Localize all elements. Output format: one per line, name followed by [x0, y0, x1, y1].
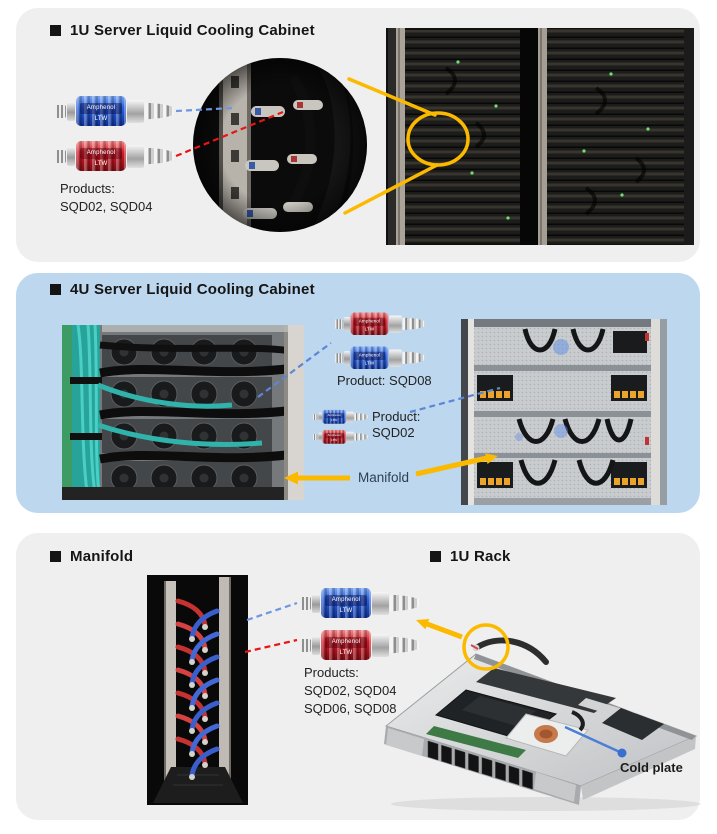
connector-brand-label: Amphenol LTW: [324, 413, 344, 422]
connector-thread-stub: [313, 413, 319, 420]
products-label: Products:: [304, 665, 359, 680]
connector-barb-fitting: [402, 317, 425, 331]
connector-brand-label: Amphenol LTW: [353, 351, 386, 366]
connector-collar: [346, 431, 354, 443]
products-value: SQD02, SQD04: [60, 199, 153, 214]
connector-collar: [389, 315, 402, 333]
connector-nut: [67, 146, 75, 166]
connector-brand-label: Amphenol LTW: [80, 148, 122, 167]
product-sqd02-text-2: SQD02: [372, 425, 415, 440]
connector-nut: [344, 316, 350, 331]
cable-closeup-inset-photo: [193, 58, 367, 232]
connector-brand-label: Amphenol LTW: [324, 433, 344, 442]
section-title-manifold: Manifold: [50, 548, 133, 565]
cold-plate-label: Cold plate: [620, 759, 683, 777]
section-title-1u-cabinet: 1U Server Liquid Cooling Cabinet: [50, 22, 315, 39]
connector-body: Amphenol LTW: [321, 588, 371, 618]
section-title-text: Manifold: [70, 548, 134, 565]
4u-server-front-photo: [461, 319, 667, 505]
connector-collar: [372, 633, 389, 657]
connector-collar: [346, 411, 354, 423]
connector-thread-stub: [335, 352, 344, 363]
quick-disconnect-red-sqd08: Amphenol LTW: [335, 311, 425, 337]
connector-nut: [312, 593, 320, 613]
products-list: Products: SQD02, SQD04: [60, 180, 153, 216]
connector-thread-stub: [313, 433, 319, 440]
connector-barb-fitting: [390, 594, 419, 612]
connector-thread-stub: [335, 318, 344, 329]
connector-brand-label: Amphenol LTW: [325, 595, 367, 614]
product-sqd08-label: Product: SQD08: [337, 372, 432, 390]
panel-4u-cabinet: 4U Server Liquid Cooling Cabinet: [16, 273, 700, 513]
connector-thread-stub: [300, 638, 311, 652]
connector-brand-label: Amphenol LTW: [353, 317, 386, 332]
1u-server-photo: [384, 637, 701, 811]
connector-body: Amphenol LTW: [322, 409, 346, 424]
quick-disconnect-blue-sqd08: Amphenol LTW: [335, 345, 425, 371]
connector-thread-stub: [55, 104, 66, 118]
connector-nut: [312, 635, 320, 655]
panel-1u-cabinet: 1U Server Liquid Cooling Cabinet: [16, 8, 700, 262]
connector-nut: [67, 101, 75, 121]
connector-barb-fitting: [402, 351, 425, 365]
connector-barb-fitting: [390, 636, 419, 654]
connector-brand-label: Amphenol LTW: [325, 637, 367, 656]
connector-body: Amphenol LTW: [76, 96, 126, 126]
square-bullet-icon: [50, 551, 61, 562]
section-title-text: 4U Server Liquid Cooling Cabinet: [70, 281, 315, 298]
product-sqd02-label: Product: SQD02: [372, 409, 420, 441]
quick-disconnect-red: Amphenol LTW: [55, 139, 174, 173]
quick-disconnect-red: Amphenol LTW: [300, 628, 419, 662]
section-title-text: 1U Server Liquid Cooling Cabinet: [70, 22, 315, 39]
quick-disconnect-red-sqd02: Amphenol LTW: [313, 429, 368, 445]
products-line-2: SQD06, SQD08: [304, 701, 397, 716]
connector-body: Amphenol LTW: [76, 141, 126, 171]
quick-disconnect-blue: Amphenol LTW: [55, 94, 174, 128]
products-label: Products:: [60, 181, 115, 196]
square-bullet-icon: [50, 25, 61, 36]
connector-collar: [127, 144, 144, 168]
product-sqd02-text-1: Product:: [372, 409, 421, 424]
manifold-callout-label: Manifold: [358, 469, 409, 487]
products-list: Products: SQD02, SQD04 SQD06, SQD08: [304, 664, 397, 718]
manifold-callout-text: Manifold: [358, 470, 410, 485]
cold-plate-text: Cold plate: [620, 760, 683, 775]
connector-collar: [389, 349, 402, 367]
4u-server-rear-photo: [62, 325, 304, 500]
server-rack-photo: [386, 28, 694, 245]
quick-disconnect-blue-sqd02: Amphenol LTW: [313, 409, 368, 425]
connector-nut: [344, 350, 350, 365]
manifold-photo: [147, 575, 248, 805]
section-title-text: 1U Rack: [450, 548, 511, 565]
connector-brand-label: Amphenol LTW: [80, 103, 122, 122]
connector-body: Amphenol LTW: [350, 346, 389, 369]
products-line-1: SQD02, SQD04: [304, 683, 397, 698]
connector-thread-stub: [55, 149, 66, 163]
connector-barb-fitting: [145, 147, 174, 165]
connector-barb-fitting: [145, 102, 174, 120]
section-title-1u-rack: 1U Rack: [430, 548, 511, 565]
square-bullet-icon: [430, 551, 441, 562]
connector-collar: [127, 99, 144, 123]
section-title-4u-cabinet: 4U Server Liquid Cooling Cabinet: [50, 281, 315, 298]
connector-body: Amphenol LTW: [322, 429, 346, 444]
connector-barb-fitting: [354, 412, 368, 421]
product-sqd08-text: Product: SQD08: [337, 373, 432, 388]
connector-collar: [372, 591, 389, 615]
connector-body: Amphenol LTW: [350, 312, 389, 335]
connector-thread-stub: [300, 596, 311, 610]
connector-body: Amphenol LTW: [321, 630, 371, 660]
cable-closeup-graphic: [193, 58, 367, 232]
panel-manifold-rack: Manifold 1U Rack: [16, 533, 701, 820]
connector-barb-fitting: [354, 432, 368, 441]
connector-nut: [318, 412, 323, 422]
square-bullet-icon: [50, 284, 61, 295]
connector-nut: [318, 432, 323, 442]
quick-disconnect-blue: Amphenol LTW: [300, 586, 419, 620]
